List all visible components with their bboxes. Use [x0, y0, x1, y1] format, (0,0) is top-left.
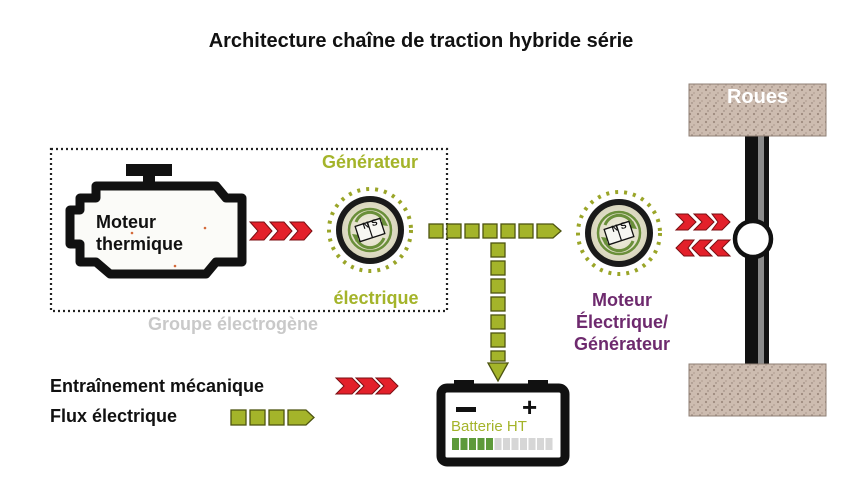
battery-charge-gauge	[452, 438, 553, 450]
legend-electrical-label: Flux électrique	[50, 406, 178, 426]
motor-label-line2: Électrique/	[575, 312, 669, 332]
legend-electrical-symbol	[230, 409, 315, 426]
battery-plus-sign: +	[522, 392, 538, 422]
battery-cell	[537, 438, 544, 450]
generator-top-label: Générateur	[321, 152, 419, 172]
battery-cell	[486, 438, 493, 450]
engine-icon	[65, 164, 247, 279]
genset-label: Groupe électrogène	[148, 314, 319, 334]
wheels-label: Roues	[726, 86, 789, 108]
battery-label: Batterie HT	[451, 418, 527, 435]
battery-cell	[520, 438, 527, 450]
electrical-flow-to-battery	[486, 242, 510, 383]
legend-mechanical-label: Entraînement mécanique	[50, 376, 265, 396]
mechanical-arrow-motor-to-wheels	[674, 213, 731, 231]
battery-cell	[511, 438, 519, 450]
battery-cell	[452, 438, 459, 450]
wheels-icon	[688, 83, 827, 417]
motor-label-line1: Moteur	[592, 290, 652, 310]
mechanical-arrow-wheels-to-motor	[675, 239, 732, 257]
motor-icon	[576, 190, 662, 276]
battery-cell	[469, 438, 476, 450]
motor-label: Moteur Électrique/ Générateur	[548, 289, 696, 355]
battery-cell	[503, 438, 510, 450]
engine-label: Moteur thermique	[96, 211, 183, 255]
motor-label-line3: Générateur	[573, 334, 671, 354]
generator-icon	[327, 187, 413, 273]
battery-cell	[494, 438, 502, 450]
battery-cell	[528, 438, 536, 450]
mechanical-arrow-engine-generator	[248, 221, 313, 241]
battery-cell	[460, 438, 468, 450]
engine-label-line2: thermique	[96, 234, 184, 254]
battery-cell	[545, 438, 553, 450]
legend-mechanical-symbol	[334, 377, 399, 395]
electrical-flow-generator-motor	[428, 223, 562, 239]
generator-bottom-label: électrique	[333, 288, 419, 308]
engine-label-line1: Moteur	[96, 212, 156, 232]
diagram-title: Architecture chaîne de traction hybride …	[208, 30, 634, 52]
battery-cell	[477, 438, 485, 450]
